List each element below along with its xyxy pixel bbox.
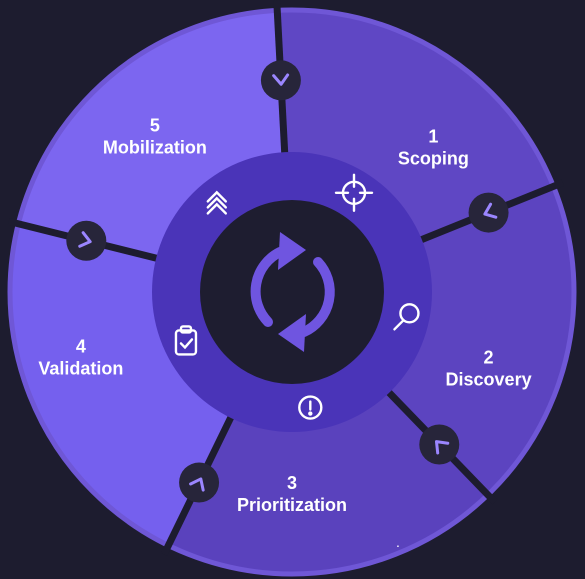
arrow-badge-circle [419, 424, 460, 465]
chevron-right-icon [189, 477, 205, 492]
chevron-right-icon [78, 231, 92, 248]
segment-discovery [292, 187, 572, 494]
phase-number: 5 [150, 116, 160, 136]
chevron-right-icon [434, 440, 450, 455]
phase-number: 1 [428, 127, 438, 147]
phase-name: Discovery [446, 369, 532, 389]
arrow-badge [468, 192, 509, 233]
arrow-badge [419, 424, 460, 465]
chevron-right-icon [272, 73, 290, 86]
stray-mark: . [396, 534, 400, 550]
phase-name: Scoping [398, 149, 469, 169]
phase-name: Validation [38, 359, 123, 379]
phase-number: 3 [287, 473, 297, 493]
arrow-badge-circle [66, 220, 107, 261]
cycle-arrows-icon [250, 232, 335, 352]
phase-number: 2 [484, 347, 494, 367]
segment-prioritization [169, 292, 487, 572]
center-core [200, 200, 384, 384]
arrow-badge-circle [468, 192, 509, 233]
arrow-badge [260, 60, 301, 101]
chevron-right-icon [483, 202, 498, 219]
arrow-badge-circle [260, 60, 301, 101]
arrow-badge [66, 220, 107, 261]
arrow-badge-circle [179, 462, 220, 503]
phase-number: 4 [76, 337, 86, 357]
arrow-badges [66, 60, 509, 503]
chevrons-up-icon [206, 190, 227, 215]
phase-name: Prioritization [237, 495, 347, 515]
outer-ring-border [7, 7, 577, 577]
magnifier-icon [393, 303, 420, 331]
clipboard-check-icon [174, 325, 198, 356]
phase-icons [174, 173, 420, 420]
phase-name: Mobilization [103, 138, 207, 158]
arrow-badge [179, 462, 220, 503]
crosshair-icon [334, 173, 374, 212]
alert-circle-icon [298, 395, 323, 420]
